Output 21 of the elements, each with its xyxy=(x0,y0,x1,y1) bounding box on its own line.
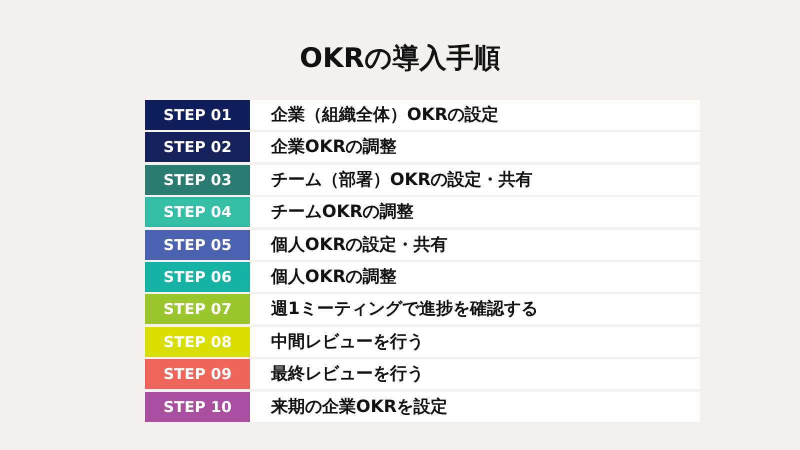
step-description: 中間レビューを行う xyxy=(271,330,424,354)
step-label: STEP 08 xyxy=(145,326,250,357)
step-description: 週1ミーティングで進捗を確認する xyxy=(271,298,538,322)
step-label: STEP 04 xyxy=(145,197,250,228)
step-label: STEP 03 xyxy=(145,164,250,195)
step-label: STEP 01 xyxy=(145,100,250,130)
step-description: 最終レビューを行う xyxy=(271,363,424,386)
step-label: STEP 07 xyxy=(145,294,250,324)
title: OKRの導入手順 xyxy=(300,42,500,76)
step-label: STEP 05 xyxy=(145,230,250,260)
step-description: チームOKRの調整 xyxy=(271,201,414,224)
step-description: 個人OKRの調整 xyxy=(271,266,397,289)
step-label: STEP 10 xyxy=(145,392,250,422)
step-description: 企業OKRの調整 xyxy=(271,136,397,160)
step-description: 企業（組織全体）OKRの設定 xyxy=(271,104,499,127)
step-description: 来期の企業OKRを設定 xyxy=(271,396,448,419)
step-label: STEP 06 xyxy=(145,262,250,292)
step-description: 個人OKRの設定・共有 xyxy=(271,234,448,257)
step-label: STEP 09 xyxy=(145,359,250,390)
step-description: チーム（部署）OKRの設定・共有 xyxy=(271,168,533,192)
step-label: STEP 02 xyxy=(145,132,250,162)
